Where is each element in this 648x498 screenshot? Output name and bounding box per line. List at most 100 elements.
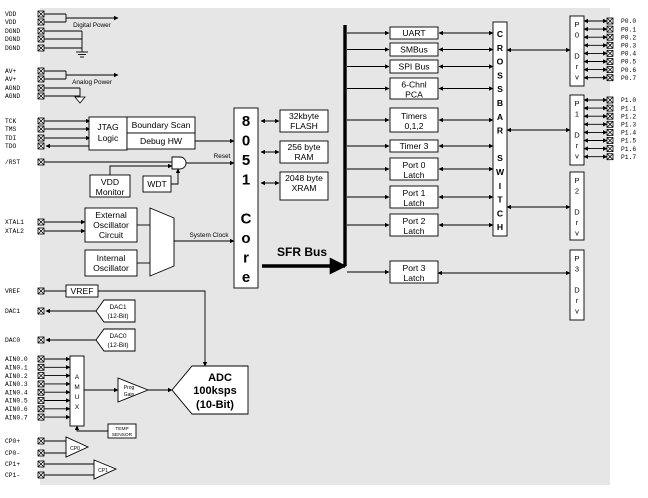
pin-cross	[37, 413, 45, 421]
pin-cross	[606, 145, 614, 152]
wdt-to-gate	[171, 168, 181, 185]
power-pin-5-label: AV+	[5, 68, 17, 75]
internal-oscillator-block	[84, 249, 138, 277]
power-pin-7-marker	[37, 84, 45, 92]
port1-pin-2-marker	[606, 112, 614, 120]
ain-pin-4-label: AIN0.4	[5, 389, 28, 396]
ain-pin-4-marker	[37, 388, 45, 396]
power-pin-3-label: DGND	[5, 36, 20, 43]
pin-cross	[37, 287, 45, 295]
pin-cross	[37, 27, 45, 35]
port-driver-1	[569, 94, 585, 166]
vref-pin-marker	[37, 287, 45, 295]
core-letter: 1	[242, 172, 250, 189]
ain-pin-1-marker	[37, 363, 45, 371]
port1-pin-0-label: P1.0	[621, 97, 636, 104]
pin-cross	[606, 104, 614, 112]
ain-pin-0-marker	[37, 355, 45, 363]
amux-block	[69, 355, 85, 427]
port1-pin-3-label: P1.3	[621, 122, 636, 129]
jtag-pin-3-marker	[37, 142, 45, 150]
power-pin-4-label: DGND	[5, 45, 20, 52]
port0-pin-6-label: P0.6	[621, 67, 636, 74]
port0-pin-4-marker	[606, 50, 614, 57]
analog-power-label: Analog Power	[72, 79, 113, 86]
crossbar-letter: C	[497, 29, 503, 39]
port-driver-2	[569, 171, 585, 241]
port0-pin-3-marker	[606, 41, 614, 49]
memory-label: 32kbyte	[289, 111, 319, 121]
crossbar-letter: R	[497, 126, 504, 136]
pin-cross	[37, 125, 45, 133]
core-letter: 8	[242, 113, 250, 130]
pin-cross	[37, 158, 45, 166]
cp1-label: CP1	[98, 468, 108, 474]
ain-pin-1-label: AIN0.1	[5, 365, 28, 372]
peripheral-label: PCA	[405, 90, 423, 100]
pin-cross	[37, 380, 45, 388]
port0-pin-5-label: P0.5	[621, 59, 636, 66]
crossbar-letter: I	[499, 181, 501, 191]
pin-cross	[37, 388, 45, 396]
crossbar-letter: S	[497, 153, 503, 163]
port0-pin-4-label: P0.4	[621, 51, 636, 58]
pin-cross	[37, 364, 45, 371]
pin-cross	[37, 372, 45, 379]
driver-letter: P	[574, 254, 579, 263]
cp0-plus-pin-marker	[37, 437, 45, 445]
pin-cross	[37, 84, 45, 92]
pin-cross	[606, 58, 614, 65]
dac0-pin-marker	[37, 336, 45, 344]
power-pin-3-marker	[37, 35, 45, 43]
xtal1-pin-label: XTAL1	[5, 219, 24, 226]
peripheral-label: Timers	[401, 111, 427, 121]
dac0-block	[95, 328, 136, 352]
jtag-pin-2-marker	[37, 134, 45, 142]
pin-cross	[606, 74, 614, 81]
ain-pin-6-label: AIN0.6	[5, 406, 28, 413]
jtag-pin-0-marker	[37, 117, 45, 125]
pin-cross	[37, 92, 45, 100]
peripheral-label: Port 0	[403, 160, 426, 170]
peripheral-label: Latch	[403, 198, 424, 208]
memory-label: XRAM	[292, 183, 317, 193]
port0-pin-7-marker	[606, 74, 614, 82]
clock-mux	[149, 207, 175, 277]
temp-to-amux	[74, 425, 108, 432]
port0-pin-5-marker	[606, 58, 614, 65]
driver-letter: 2	[575, 187, 579, 196]
memory-block-2	[279, 171, 329, 201]
system-clock-label: System Clock	[189, 232, 229, 239]
ain-pin-6-marker	[37, 405, 45, 413]
power-pin-1-label: VDD	[5, 19, 17, 26]
memory-block-1	[279, 140, 329, 164]
peripheral-block-9	[389, 260, 439, 284]
peripheral-block-5	[389, 139, 439, 153]
peripheral-block-0	[389, 26, 439, 40]
pin-cross	[37, 10, 45, 18]
vref-label: VREF	[71, 286, 94, 296]
dac1-label: (12-Bit)	[108, 313, 129, 320]
jtag-pin-1-label: TMS	[5, 126, 17, 133]
ain-pin-2-label: AIN0.2	[5, 373, 28, 380]
amux-letter: U	[75, 394, 80, 401]
vdd-monitor-to-gate	[109, 163, 173, 175]
port1-pin-1-marker	[606, 104, 614, 112]
power-pin-2-label: DGND	[5, 28, 20, 35]
amux-letter: A	[75, 374, 80, 381]
core-letter: 0	[242, 133, 250, 150]
driver-letter: v	[575, 307, 579, 316]
driver-letter: D	[574, 52, 580, 61]
dac1-block	[95, 299, 136, 323]
driver-letter: v	[575, 73, 579, 82]
driver-letter: v	[575, 229, 579, 238]
cp1-plus-pin-label: CP1+	[5, 461, 20, 468]
pin-cross	[37, 75, 45, 83]
port1-pin-7-marker	[606, 153, 614, 161]
memory-label: FLASH	[290, 121, 318, 131]
driver-letter: 3	[575, 265, 579, 274]
peripheral-label: SPI Bus	[398, 62, 429, 72]
vref-to-adc	[98, 290, 208, 367]
ain-pin-7-label: AIN0.7	[5, 414, 28, 421]
